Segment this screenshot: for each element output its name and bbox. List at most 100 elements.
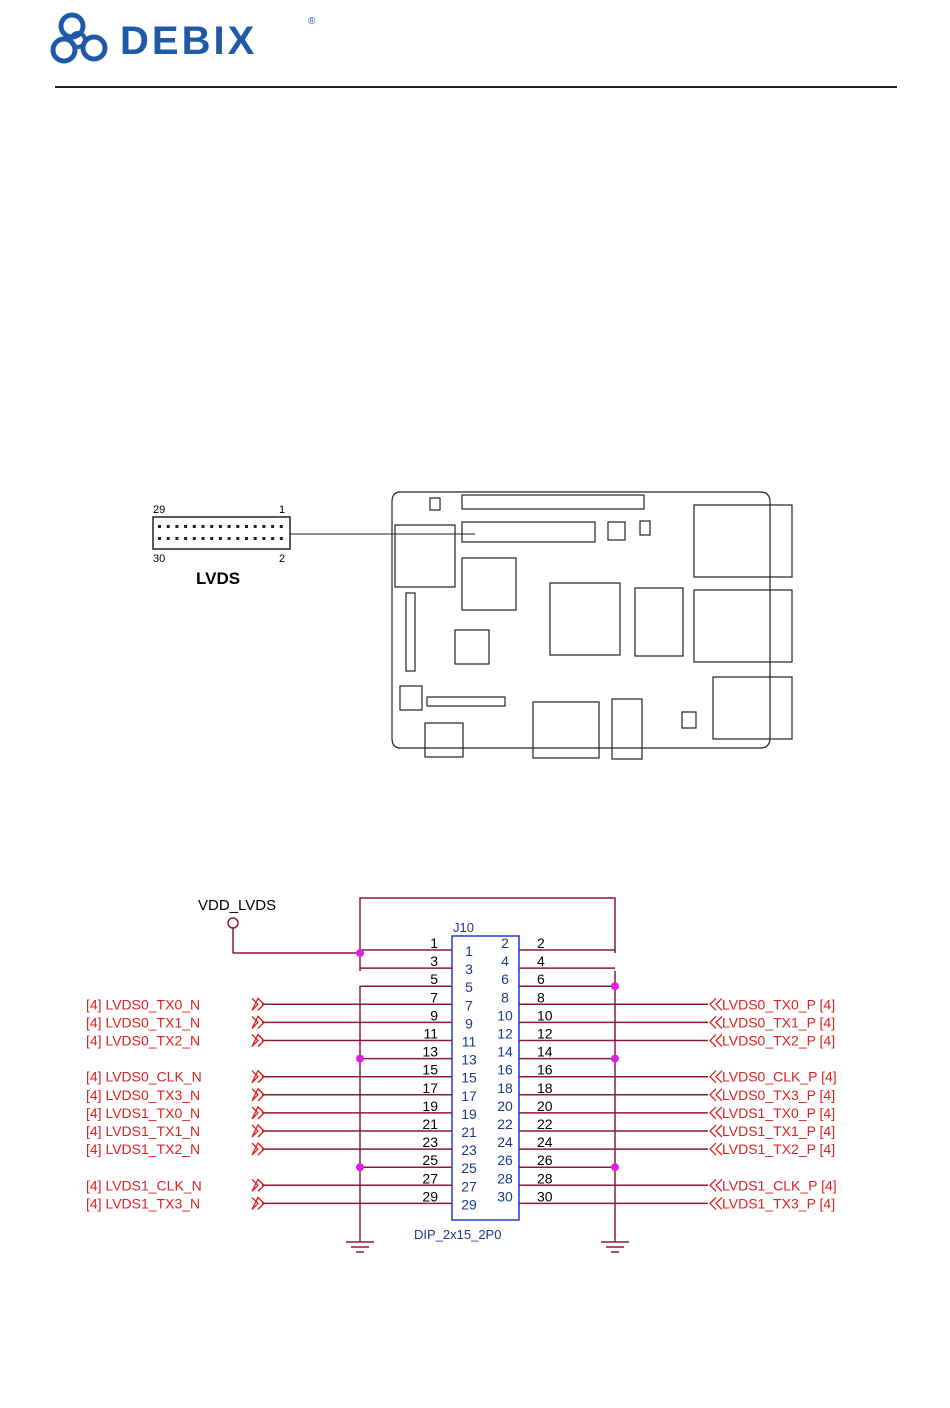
connector-outline — [152, 516, 291, 550]
signal-label-left: [4] LVDS0_TX0_N — [86, 996, 200, 1012]
chip-1 — [461, 557, 517, 611]
debix-logo: DEBIX ® — [50, 12, 316, 64]
power-loop-wire — [359, 897, 616, 953]
inner-pin-number-right: 18 — [497, 1080, 513, 1096]
connector-pin-dot — [201, 525, 205, 528]
inner-pin-number-right: 4 — [501, 953, 509, 969]
outer-pin-number-left: 23 — [422, 1134, 438, 1150]
inner-pin-number-right: 6 — [501, 971, 509, 987]
connector-pin-dot — [218, 525, 222, 528]
signal-label-right: LVDS0_TX2_P [4] — [722, 1033, 835, 1049]
connector-pin-dot — [227, 525, 231, 528]
outer-pin-number-right: 10 — [537, 1007, 553, 1023]
connector-pin-dot — [158, 537, 161, 540]
offpage-connector-right — [709, 997, 717, 1011]
offpage-connector-right — [709, 1196, 717, 1210]
inner-pin-number-left: 1 — [465, 943, 473, 959]
offpage-connector-right — [709, 1088, 717, 1102]
registered-mark: ® — [308, 16, 316, 27]
junction-dot — [356, 1163, 364, 1172]
connector-pin-dot — [158, 525, 161, 528]
outer-pin-number-right: 4 — [537, 953, 545, 969]
outer-pin-number-right: 28 — [537, 1170, 553, 1186]
offpage-connector-right — [709, 1070, 717, 1084]
inner-pin-number-left: 13 — [461, 1052, 477, 1068]
connector-pin-dot — [279, 537, 283, 540]
small-connector — [399, 685, 423, 711]
connector-pin-dot — [166, 537, 170, 540]
ram-chip — [634, 587, 684, 657]
signal-label-right: LVDS0_TX0_P [4] — [722, 996, 835, 1012]
outer-pin-number-left: 29 — [422, 1188, 438, 1204]
inner-pin-number-right: 10 — [497, 1007, 513, 1023]
offpage-connector-left — [257, 1088, 265, 1102]
connector-pin-dot — [279, 525, 283, 528]
offpage-connector-right — [715, 1178, 723, 1192]
outer-pin-number-left: 5 — [430, 971, 438, 987]
power-net-label: VDD_LVDS — [198, 897, 276, 914]
signal-label-left: [4] LVDS1_TX1_N — [86, 1123, 200, 1139]
outer-pin-number-right: 20 — [537, 1098, 553, 1114]
outer-pin-number-left: 11 — [423, 1026, 438, 1042]
signal-label-left: [4] LVDS0_TX1_N — [86, 1014, 200, 1030]
outer-pin-number-right: 26 — [537, 1152, 553, 1168]
inner-pin-number-right: 30 — [497, 1188, 513, 1204]
audio-block — [532, 701, 600, 759]
junction-dot — [611, 1163, 619, 1172]
offpage-connector-left — [257, 1142, 265, 1156]
signal-label-left: [4] LVDS1_CLK_N — [86, 1177, 202, 1193]
signal-label-right: LVDS1_TX3_P [4] — [722, 1195, 835, 1211]
outer-pin-number-left: 3 — [430, 953, 438, 969]
signal-label-right: LVDS1_CLK_P [4] — [722, 1177, 837, 1193]
outer-pin-number-left: 17 — [422, 1080, 438, 1096]
inner-pin-number-right: 28 — [497, 1170, 513, 1186]
inner-pin-number-right: 24 — [497, 1134, 513, 1150]
usb-port-middle — [693, 589, 793, 663]
offpage-connector-left — [257, 1178, 265, 1192]
connector-pin-dot — [175, 537, 179, 540]
outer-pin-number-right: 8 — [537, 989, 545, 1005]
signal-label-right: LVDS1_TX0_P [4] — [722, 1105, 835, 1121]
connector-pin-dot — [253, 525, 257, 528]
connector-pin-dot — [201, 537, 205, 540]
small-square-3 — [639, 520, 651, 536]
ethernet-port — [712, 676, 793, 740]
outer-pin-number-left: 1 — [430, 935, 438, 951]
offpage-connector-right — [715, 1106, 723, 1120]
offpage-connector-left — [257, 997, 265, 1011]
connector-footprint: DIP_2x15_2P0 — [414, 1227, 501, 1242]
offpage-connector-left — [257, 1070, 265, 1084]
connector-body — [451, 935, 520, 1221]
offpage-connector-right — [709, 1178, 717, 1192]
power-jack — [424, 722, 464, 758]
junction-dot — [356, 1054, 364, 1063]
signal-label-left: [4] LVDS1_TX2_N — [86, 1141, 200, 1157]
signal-label-right: LVDS0_TX1_P [4] — [722, 1014, 835, 1030]
offpage-connector-right — [709, 1034, 717, 1047]
outer-pin-number-right: 18 — [537, 1080, 553, 1096]
outer-pin-number-right: 22 — [537, 1116, 553, 1132]
inner-pin-number-right: 2 — [501, 935, 509, 951]
connector-pin-dot — [184, 537, 188, 540]
outer-pin-number-left: 7 — [430, 989, 438, 1005]
left-port — [394, 524, 456, 588]
signal-label-left: [4] LVDS1_TX0_N — [86, 1105, 200, 1121]
inner-pin-number-right: 12 — [497, 1026, 513, 1042]
offpage-connector-right — [709, 1106, 717, 1120]
power-symbol — [227, 917, 239, 929]
inner-pin-number-left: 19 — [461, 1106, 477, 1122]
outer-pin-number-right: 14 — [537, 1044, 553, 1060]
small-square-4 — [681, 711, 697, 729]
connector-pin-dot — [236, 537, 240, 540]
outer-pin-number-right: 30 — [537, 1188, 553, 1204]
offpage-connector-left — [257, 1196, 265, 1210]
signal-label-left: [4] LVDS0_TX3_N — [86, 1087, 200, 1103]
signal-label-right: LVDS1_TX1_P [4] — [722, 1123, 835, 1139]
outer-pin-number-left: 19 — [422, 1098, 438, 1114]
connector-pin-dot — [175, 525, 179, 528]
pin-label-30: 30 — [153, 553, 165, 565]
board-layout-figure: 29 1 30 2 LVDS — [152, 491, 793, 760]
inner-pin-number-right: 14 — [497, 1044, 513, 1060]
connector-pin-dot — [262, 525, 266, 528]
inner-pin-number-right: 20 — [497, 1098, 513, 1114]
